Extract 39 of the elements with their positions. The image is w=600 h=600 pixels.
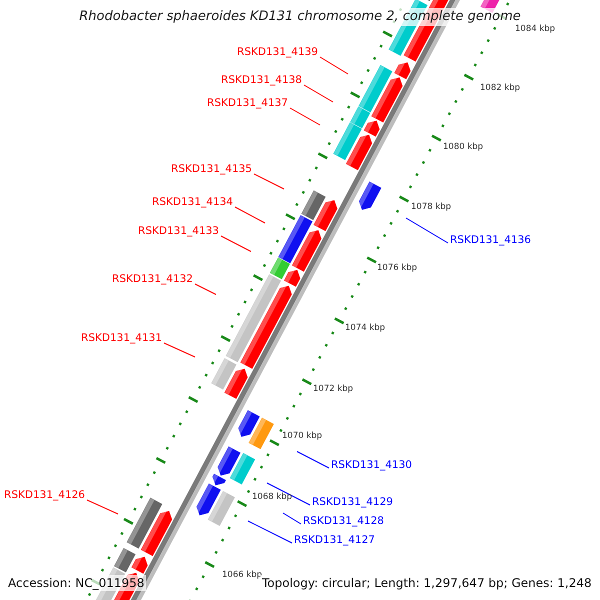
leader-line: [282, 512, 302, 524]
gene-label: RSKD131_4139: [237, 46, 318, 59]
leader-line: [296, 451, 330, 468]
gene-label: RSKD131_4129: [312, 496, 393, 509]
gene-label: RSKD131_4127: [294, 534, 375, 547]
leader-line: [164, 342, 196, 358]
gene-label: RSKD131_4131: [81, 332, 162, 345]
scale-label: 1084 kbp: [515, 24, 556, 35]
gene-label: RSKD131_4137: [207, 97, 288, 110]
leader-line: [248, 520, 292, 544]
scale-label: 1072 kbp: [313, 384, 354, 395]
leader-line: [86, 500, 118, 514]
leader-line: [304, 84, 334, 102]
scale-label: 1070 kbp: [282, 431, 322, 442]
scale-label: 1074 kbp: [345, 323, 386, 334]
leader-line: [194, 284, 216, 295]
scale-label: 1076 kbp: [377, 263, 418, 274]
gene-label: RSKD131_4138: [221, 74, 302, 87]
leader-line: [320, 56, 348, 74]
scale-label: 1082 kbp: [480, 83, 520, 94]
scale-label: 1080 kbp: [443, 142, 484, 153]
leader-line: [406, 218, 448, 244]
scale-label: 1068 kbp: [252, 492, 292, 503]
leader-line: [290, 108, 320, 126]
leader-line: [234, 206, 266, 224]
gene-label: RSKD131_4135: [171, 163, 252, 176]
gene-label: RSKD131_4130: [331, 459, 412, 472]
scale-label: 1066 kbp: [222, 570, 262, 580]
leader-line: [220, 236, 252, 252]
info-text: Topology: circular; Length: 1,297,647 bp; Genes: 1,248: [260, 575, 594, 591]
gene-label: RSKD131_4133: [138, 225, 219, 238]
gene-label: RSKD131_4132: [112, 273, 193, 286]
gene-label: RSKD131_4128: [303, 515, 384, 528]
gene-label: RSKD131_4136: [450, 234, 531, 247]
scale-label: 1078 kbp: [411, 202, 452, 213]
gene-label: RSKD131_4134: [152, 196, 233, 209]
leader-line: [266, 482, 310, 506]
gene-label: RSKD131_4126: [4, 489, 85, 502]
leader-line: [254, 174, 284, 190]
